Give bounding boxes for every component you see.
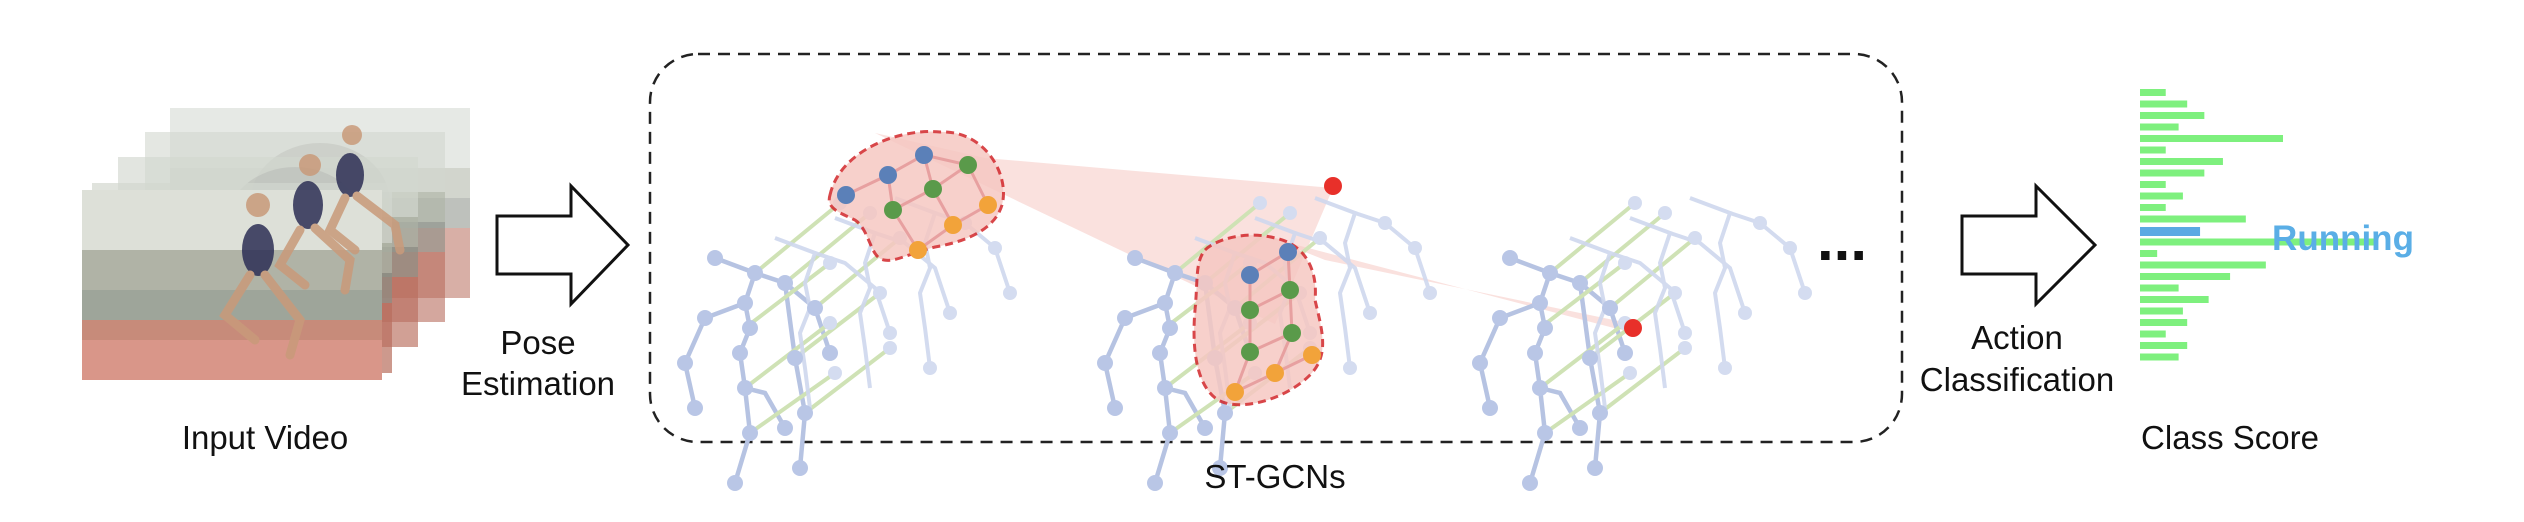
action-label-line1: Action — [1971, 319, 2063, 356]
score-bar — [2140, 112, 2205, 119]
runner-figures — [219, 125, 405, 360]
score-bar — [2140, 296, 2209, 303]
score-bar — [2140, 100, 2188, 108]
score-bar — [2140, 158, 2223, 165]
target-node-2 — [1624, 319, 1642, 337]
score-bar — [2140, 215, 2246, 223]
running-label: Running — [2272, 219, 2414, 258]
graph-region-1 — [827, 130, 1005, 262]
pose-label-line2: Estimation — [461, 365, 615, 402]
continuation-ellipsis: ... — [1817, 206, 1867, 273]
score-bar — [2140, 261, 2266, 269]
action-classification-arrow — [1960, 182, 2098, 308]
st-gcn-label: ST-GCNs — [1204, 458, 1345, 495]
score-bar — [2140, 135, 2283, 142]
score-bar — [2140, 284, 2179, 292]
score-bar — [2140, 330, 2166, 338]
score-bar — [2140, 204, 2166, 211]
skeleton-frame-3 — [1472, 196, 1812, 491]
target-node-1 — [1324, 177, 1342, 195]
skeleton-frame-1 — [677, 196, 1017, 491]
class-score-bars — [2140, 89, 2376, 361]
score-bar — [2140, 319, 2188, 326]
score-bar — [2140, 342, 2188, 349]
score-bar — [2140, 353, 2179, 361]
score-bar — [2140, 238, 2376, 246]
score-bar — [2140, 192, 2183, 200]
score-bar — [2140, 123, 2179, 131]
score-bar — [2140, 181, 2166, 188]
input-video-label: Input Video — [182, 419, 348, 456]
score-bar — [2140, 307, 2183, 315]
score-bar — [2140, 89, 2166, 96]
score-bar — [2140, 146, 2166, 154]
graph-region-2 — [1192, 233, 1325, 407]
score-bar-highlight — [2140, 227, 2201, 236]
score-bar — [2140, 169, 2205, 177]
pose-label-line1: Pose — [500, 324, 575, 361]
score-bar — [2140, 250, 2158, 257]
score-bar — [2140, 273, 2231, 280]
class-score-label: Class Score — [2141, 419, 2319, 456]
pose-estimation-arrow — [495, 182, 631, 308]
action-label-line2: Classification — [1920, 361, 2114, 398]
input-video-frames — [82, 108, 470, 380]
